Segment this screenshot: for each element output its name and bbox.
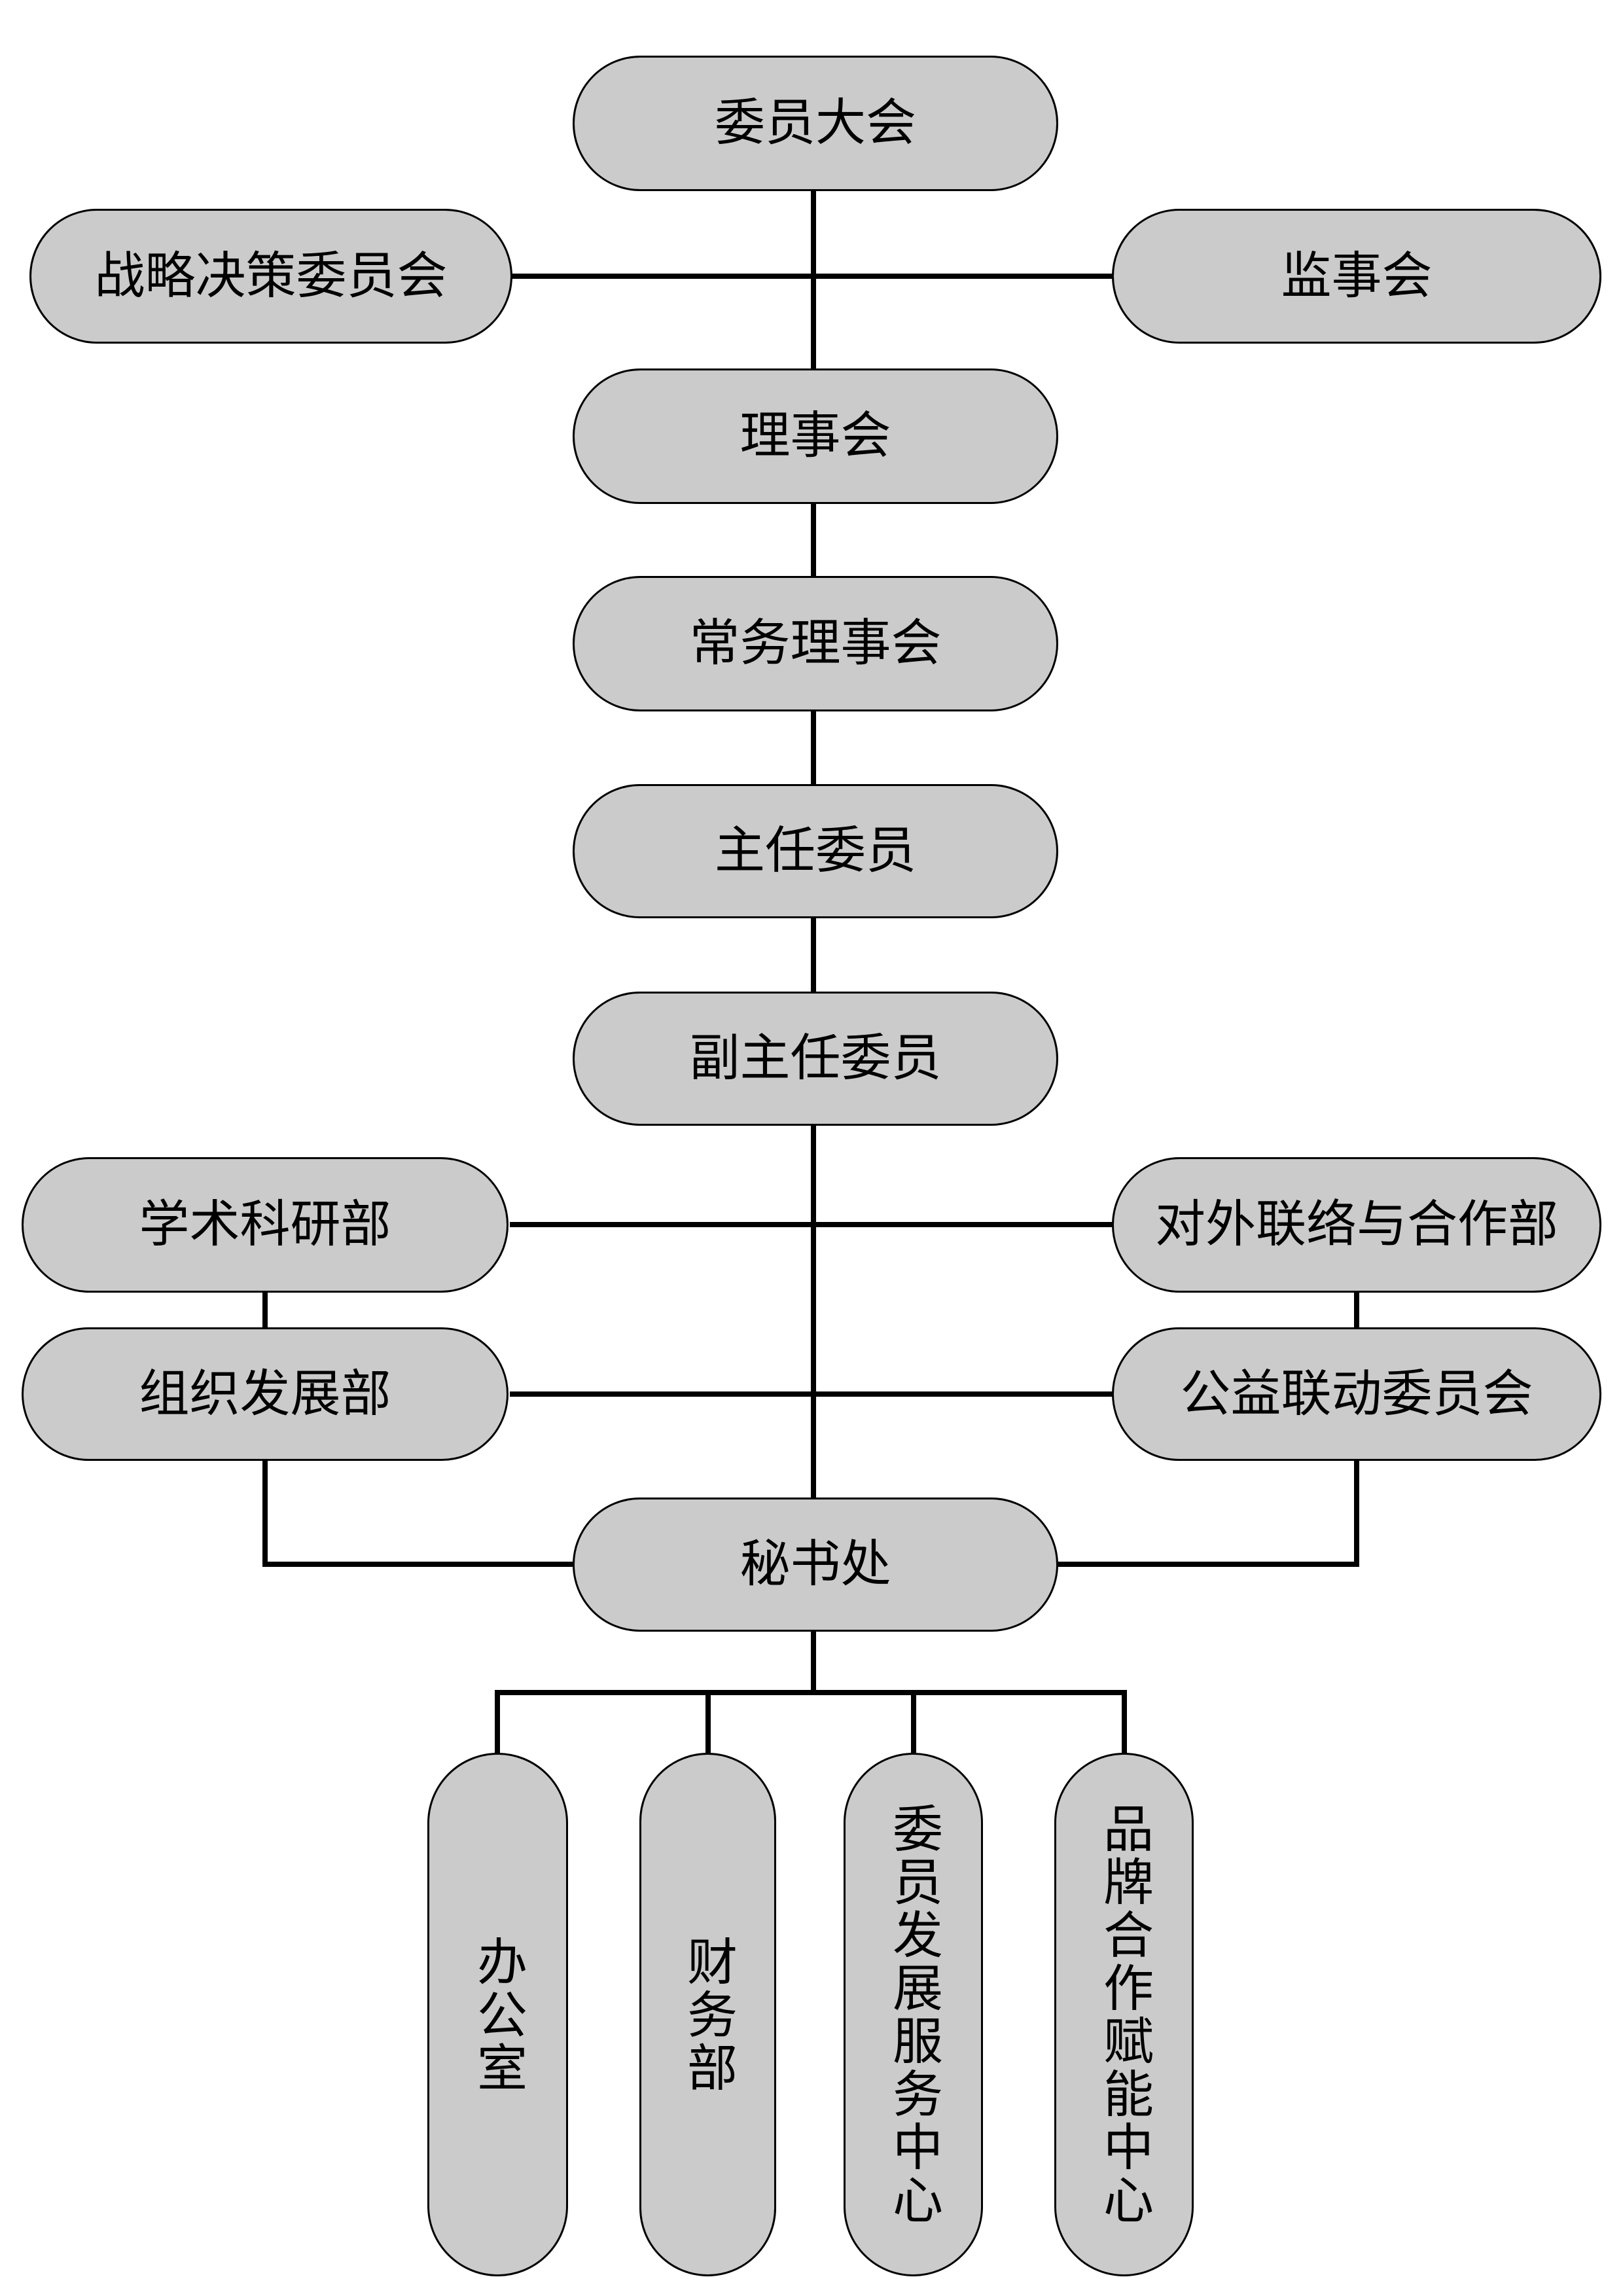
connector-drop-office	[495, 1690, 500, 1755]
connector-bottom-rail	[495, 1690, 1127, 1695]
connector-assembly-council	[811, 190, 816, 370]
connector-drop-brand-center	[1122, 1690, 1127, 1755]
connector-drop-member-center	[911, 1690, 916, 1755]
connector-secretariat-bottom-stub	[811, 1630, 816, 1695]
connector-chairman-vicechairman	[811, 917, 816, 993]
connector-orgdev-down	[262, 1460, 268, 1567]
connector-academic-orgdev	[262, 1291, 268, 1329]
connector-welfare-down	[1354, 1460, 1359, 1567]
node-member-development-service-center: 委员发展服务中心	[844, 1753, 983, 2276]
connector-external-welfare	[1354, 1291, 1359, 1329]
connector-orgdev-secretariat	[262, 1562, 575, 1567]
node-vice-chairman: 副主任委员	[573, 992, 1058, 1126]
connector-vicechairman-secretariat	[811, 1124, 816, 1499]
node-standing-council: 常务理事会	[573, 576, 1058, 711]
connector-drop-finance	[705, 1690, 711, 1755]
node-brand-cooperation-empowerment-center: 品牌合作赋能中心	[1054, 1753, 1194, 2276]
connector-standing-chairman	[811, 710, 816, 785]
node-chairman: 主任委员	[573, 784, 1058, 918]
connector-row7-horizontal	[510, 1222, 1115, 1227]
connector-row2-horizontal	[510, 274, 1115, 279]
node-strategic-decision-committee: 战略决策委员会	[29, 209, 512, 344]
node-council: 理事会	[573, 368, 1058, 504]
node-general-assembly: 委员大会	[573, 56, 1058, 191]
node-public-welfare-linkage-committee: 公益联动委员会	[1112, 1327, 1601, 1461]
connector-welfare-secretariat	[1057, 1562, 1359, 1567]
node-supervisory-board: 监事会	[1112, 209, 1601, 344]
node-finance-dept: 财务部	[639, 1753, 776, 2276]
connector-row8-horizontal	[510, 1391, 1115, 1397]
node-secretariat: 秘书处	[573, 1498, 1058, 1632]
node-external-liaison-cooperation-dept: 对外联络与合作部	[1112, 1157, 1601, 1293]
node-organization-development-dept: 组织发展部	[22, 1327, 508, 1461]
connector-council-standing	[811, 503, 816, 577]
node-academic-research-dept: 学术科研部	[22, 1157, 508, 1293]
node-office: 办公室	[427, 1753, 568, 2276]
